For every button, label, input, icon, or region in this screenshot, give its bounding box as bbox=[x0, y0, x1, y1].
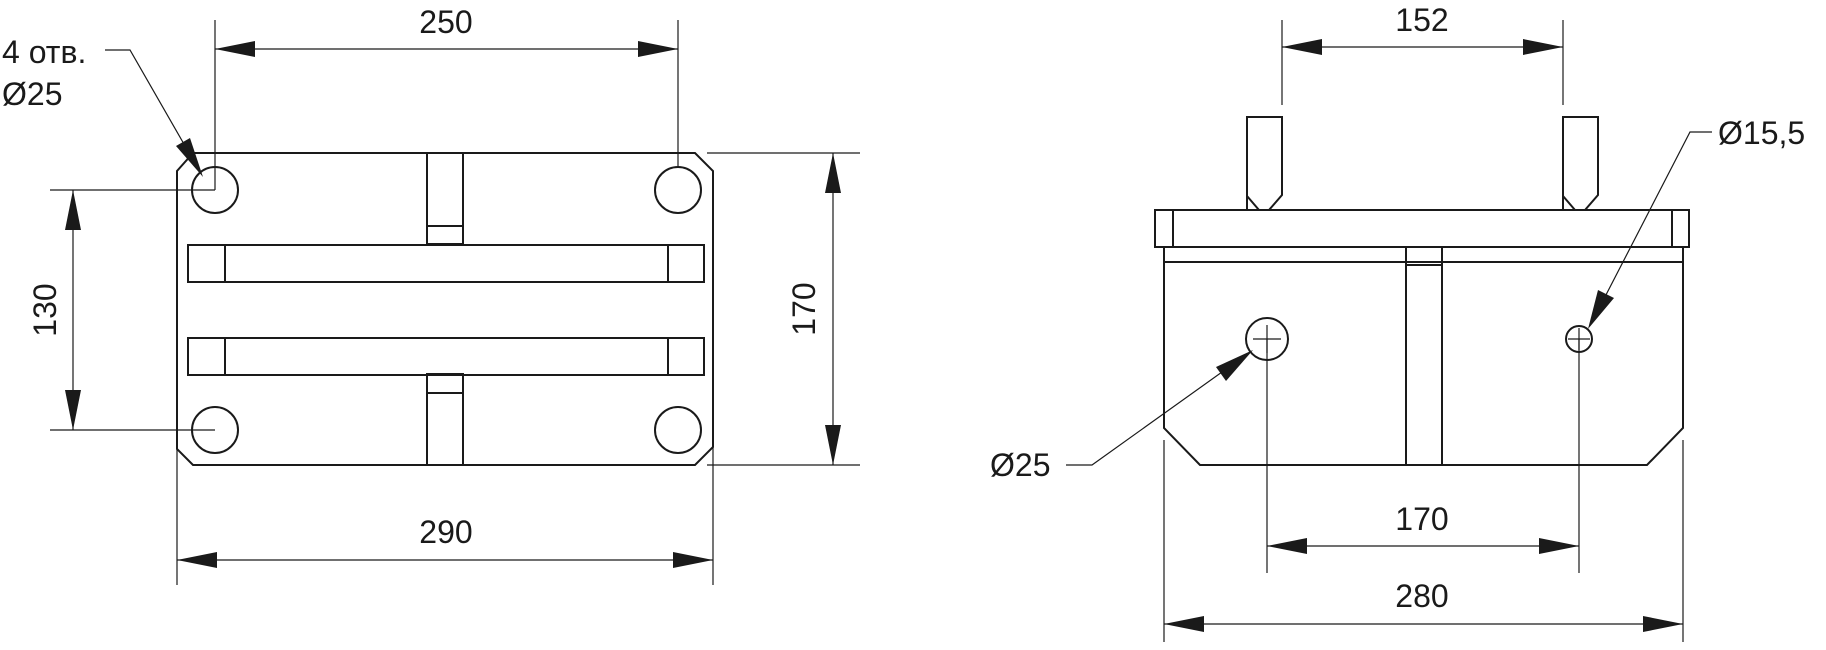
rib-top bbox=[426, 152, 464, 245]
dim-170-lines bbox=[707, 152, 860, 466]
dim-small-hole-label: Ø15,5 bbox=[1718, 115, 1805, 151]
plan-view: 250 4 отв. Ø25 130 170 bbox=[2, 4, 860, 585]
dim-290-lines bbox=[176, 440, 714, 585]
dim-170-side-lines bbox=[1266, 339, 1580, 573]
hole-note-leader bbox=[105, 49, 203, 177]
hole-note-line2: Ø25 bbox=[2, 76, 62, 112]
pin-right bbox=[1562, 116, 1599, 211]
dim-250-label: 250 bbox=[419, 4, 472, 40]
rib-bottom bbox=[426, 373, 464, 466]
hole-note-line1: 4 отв. bbox=[2, 34, 86, 70]
dim-250-lines bbox=[214, 20, 679, 190]
dim-170-label: 170 bbox=[786, 282, 822, 335]
mount-hole-top-right bbox=[654, 166, 702, 214]
dim-large-hole-label: Ø25 bbox=[990, 447, 1050, 483]
bar-lower bbox=[187, 337, 705, 376]
pin-left bbox=[1246, 116, 1283, 211]
dim-152-label: 152 bbox=[1395, 2, 1448, 38]
mount-hole-bottom-right bbox=[654, 406, 702, 454]
dim-280-lines bbox=[1163, 440, 1684, 642]
large-hole-leader bbox=[1066, 350, 1253, 466]
bar-upper bbox=[187, 244, 705, 283]
dim-290-label: 290 bbox=[419, 514, 472, 550]
top-plate bbox=[1154, 209, 1690, 248]
dim-130-label: 130 bbox=[27, 283, 63, 336]
dim-280-label: 280 bbox=[1395, 578, 1448, 614]
plate-outline bbox=[176, 152, 714, 466]
dim-152-lines bbox=[1281, 20, 1564, 105]
dim-170-side-label: 170 bbox=[1395, 501, 1448, 537]
small-hole-leader bbox=[1588, 131, 1712, 329]
center-rib bbox=[1405, 246, 1443, 466]
side-view: 152 Ø15,5 Ø25 170 280 bbox=[990, 2, 1805, 642]
dim-130-lines bbox=[50, 189, 215, 431]
